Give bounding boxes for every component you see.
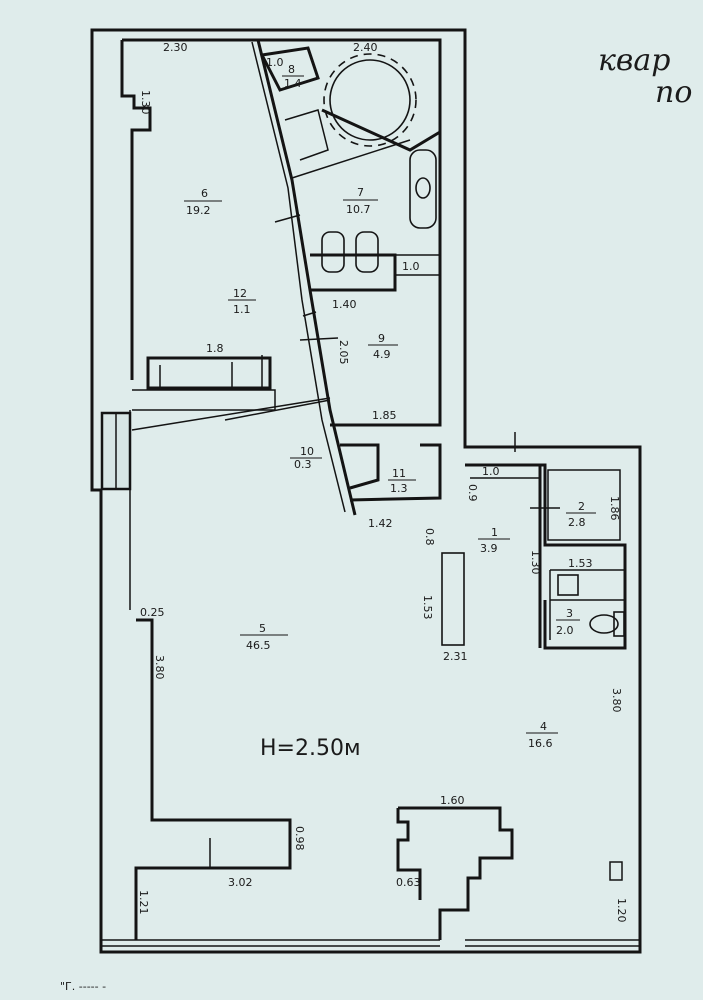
room-label-9-number: 9 xyxy=(378,332,385,345)
dim-1-20: 1.20 xyxy=(615,898,628,923)
dim-1-0-hall: 1.0 xyxy=(482,465,500,478)
room-label-8-number: 8 xyxy=(288,63,295,76)
dimension-labels: 2.30 2.40 1.30 1.0 1.0 1.40 2.05 1.85 1.… xyxy=(137,41,628,923)
dim-1-0-closet: 1.0 xyxy=(266,56,284,69)
room-label-3-area: 2.0 xyxy=(556,624,574,637)
dim-1-40: 1.40 xyxy=(332,298,357,311)
exterior-walls xyxy=(90,28,642,954)
door-marks xyxy=(274,214,560,509)
dim-3-80-right: 3.80 xyxy=(610,688,623,713)
toilet-icon xyxy=(589,614,619,634)
dim-3-02: 3.02 xyxy=(228,876,253,889)
sink-icon xyxy=(557,574,579,596)
handwritten-title-line2: по xyxy=(655,75,692,110)
dim-1-21: 1.21 xyxy=(137,890,150,915)
footer-text: "Г. ----- - xyxy=(60,980,106,993)
dim-3-80-left: 3.80 xyxy=(153,655,166,680)
room-label-4-area: 16.6 xyxy=(528,737,553,750)
dim-1-60: 1.60 xyxy=(440,794,465,807)
room-label-6-area: 19.2 xyxy=(186,204,211,217)
dim-1-85: 1.85 xyxy=(372,409,397,422)
dim-1-30-top: 1.30 xyxy=(139,90,152,115)
room-label-9-area: 4.9 xyxy=(373,348,391,361)
dim-0-9: 0.9 xyxy=(466,484,479,502)
dim-1-53-wc: 1.53 xyxy=(568,557,593,570)
room-labels: 6 19.2 7 10.7 8 1.4 9 4.9 12 1.1 10 0.3 … xyxy=(184,63,596,750)
dim-2-31: 2.31 xyxy=(443,650,468,663)
room-label-1-number: 1 xyxy=(491,526,498,539)
room-label-7-number: 7 xyxy=(357,186,364,199)
room-label-6-number: 6 xyxy=(201,187,208,200)
column xyxy=(441,552,465,646)
room-label-5-area: 46.5 xyxy=(246,639,271,652)
dim-1-53-column: 1.53 xyxy=(421,595,434,620)
dim-1-8: 1.8 xyxy=(206,342,224,355)
washbasin-icon xyxy=(409,149,437,229)
dim-2-30: 2.30 xyxy=(163,41,188,54)
room-label-12-area: 1.1 xyxy=(233,303,251,316)
room-label-12-number: 12 xyxy=(233,287,247,300)
room-label-5-number: 5 xyxy=(259,622,266,635)
toilet-icon-2 xyxy=(321,231,345,273)
dim-0-98: 0.98 xyxy=(293,826,306,851)
dim-1-0-bath: 1.0 xyxy=(402,260,420,273)
interior-walls xyxy=(131,38,627,940)
room-label-7-area: 10.7 xyxy=(346,203,371,216)
ceiling-height-note: H=2.50м xyxy=(260,736,361,761)
handwritten-title-line1: квар xyxy=(598,43,670,78)
dim-1-42: 1.42 xyxy=(368,517,393,530)
room-label-1-area: 3.9 xyxy=(480,542,498,555)
room-label-2-number: 2 xyxy=(578,500,585,513)
dim-0-8: 0.8 xyxy=(423,528,436,546)
dim-2-05: 2.05 xyxy=(337,340,350,365)
dim-2-40: 2.40 xyxy=(353,41,378,54)
round-bathtub-icon xyxy=(329,59,411,141)
room-label-3-number: 3 xyxy=(566,607,573,620)
dim-0-63: 0.63 xyxy=(396,876,421,889)
bidet-icon xyxy=(355,231,379,273)
room-label-4-number: 4 xyxy=(540,720,547,733)
dim-1-30-wc: 1.30 xyxy=(529,550,542,575)
bathroom-fixtures xyxy=(321,53,437,273)
room-label-10-area: 0.3 xyxy=(294,458,312,471)
room-label-11-number: 11 xyxy=(392,467,406,480)
room-label-8-area: 1.4 xyxy=(284,77,302,90)
room-label-2-area: 2.8 xyxy=(568,516,586,529)
dim-0-25: 0.25 xyxy=(140,606,165,619)
room-label-10-number: 10 xyxy=(300,445,314,458)
room-label-11-area: 1.3 xyxy=(390,482,408,495)
dim-1-86: 1.86 xyxy=(608,496,621,521)
